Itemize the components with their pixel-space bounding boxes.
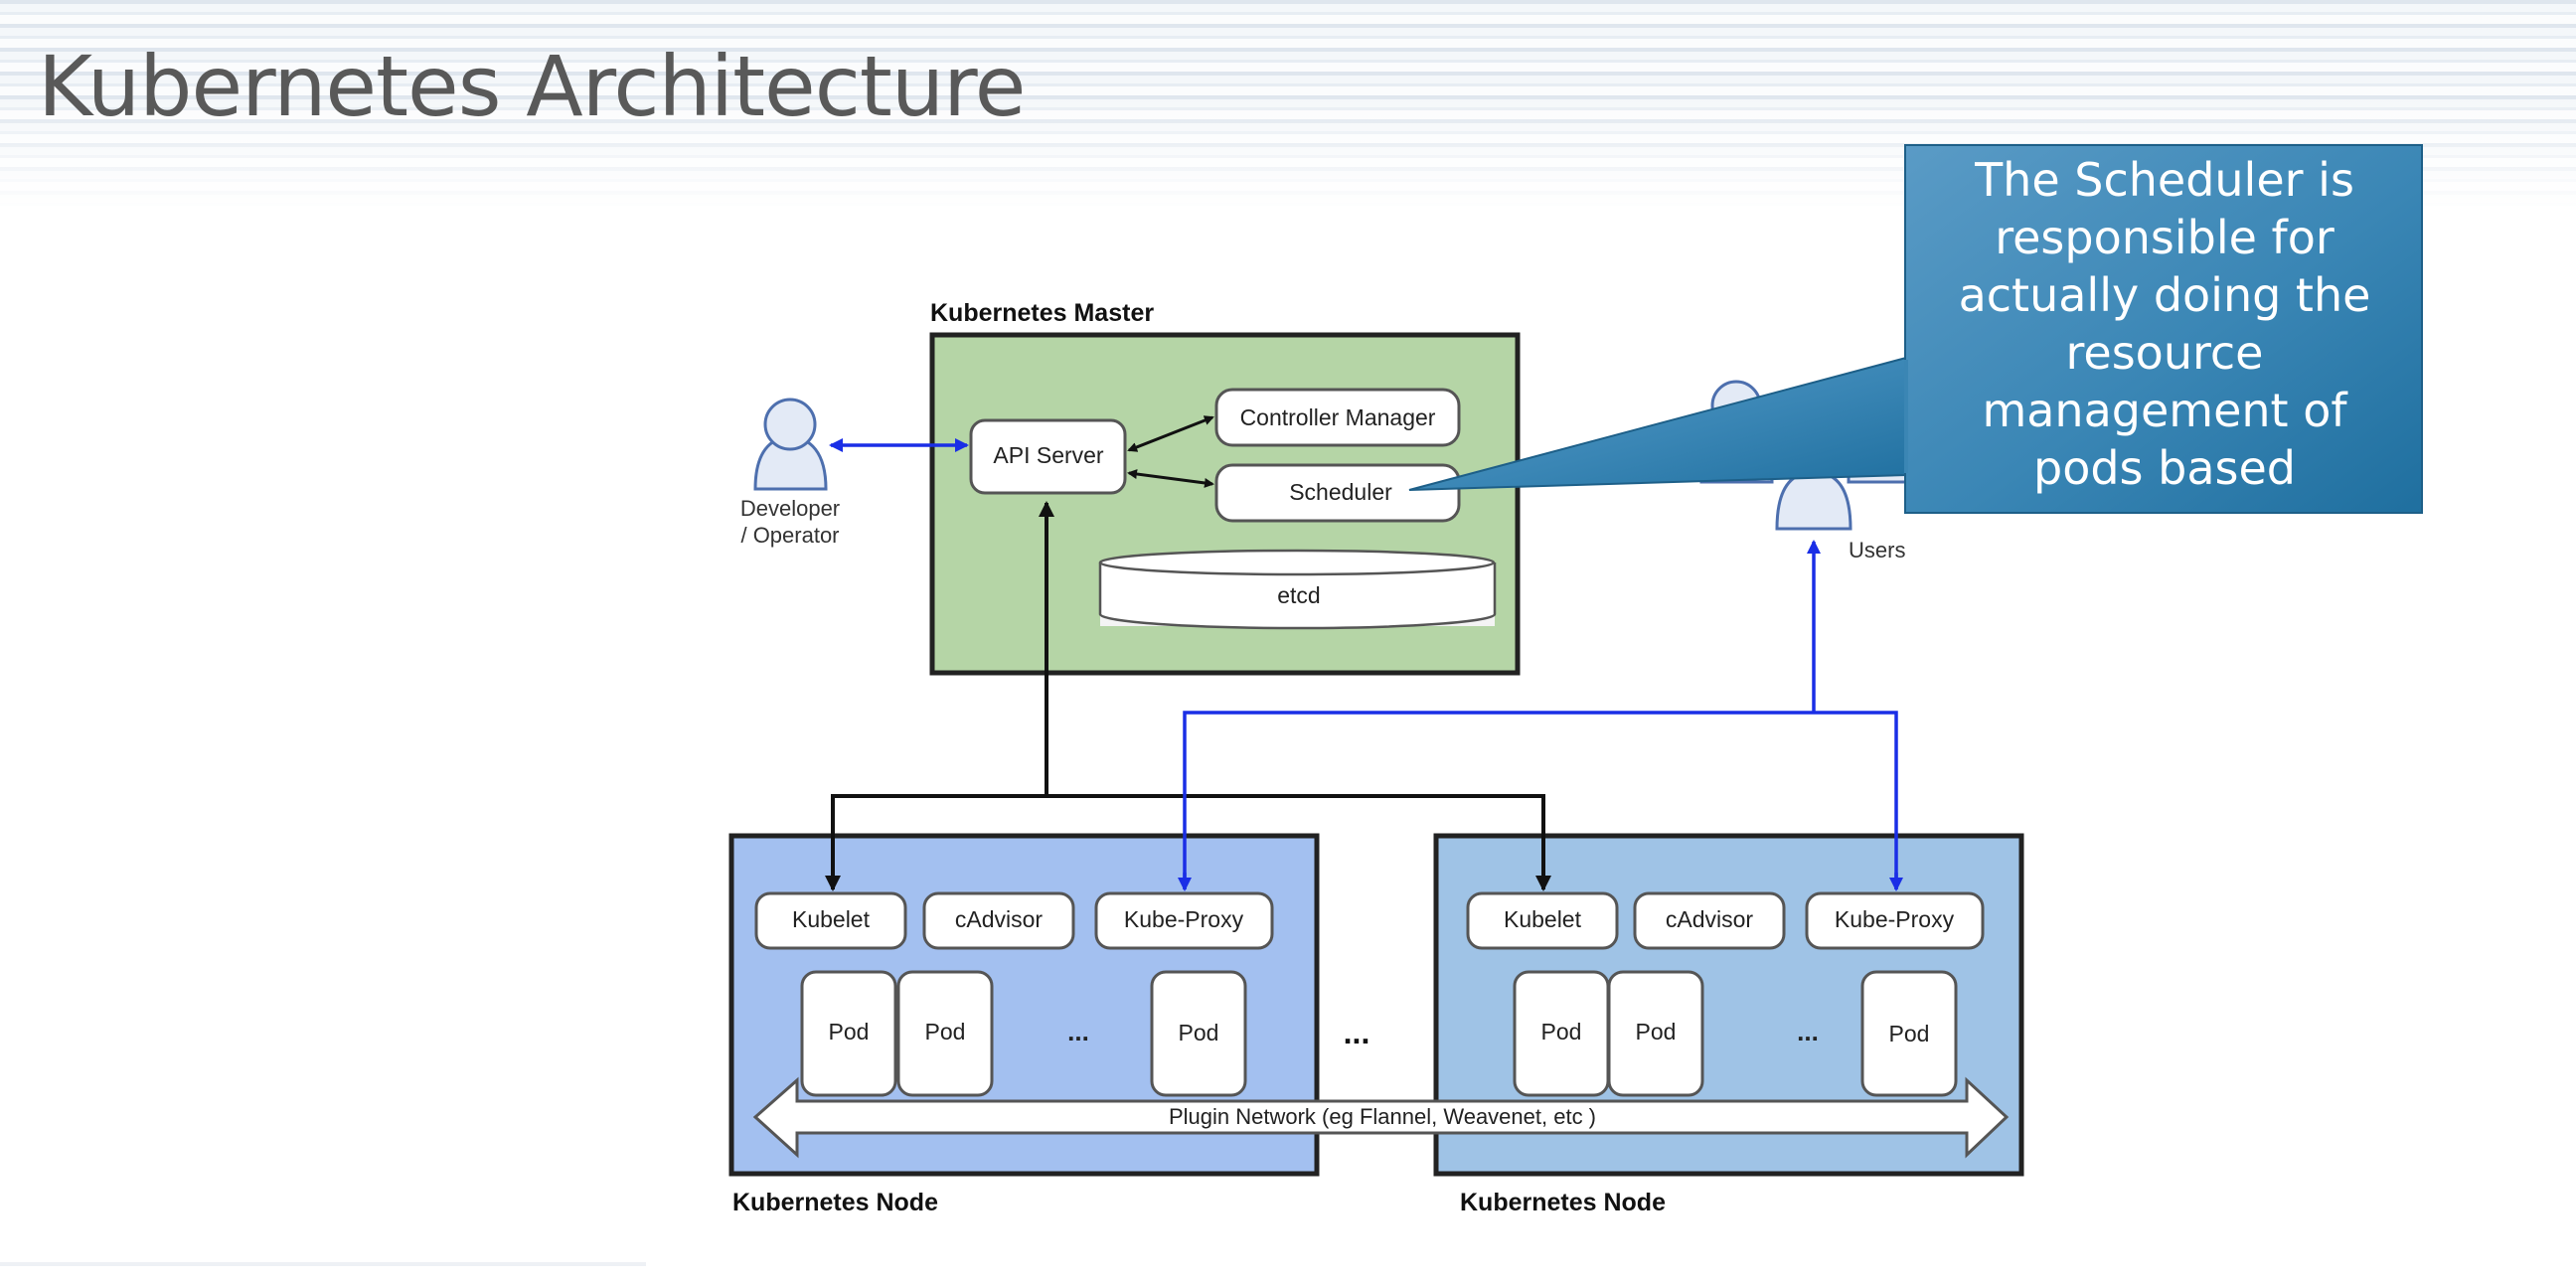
developer-label-line2: / Operator [740, 523, 839, 548]
node1-cadvisor-box [922, 891, 1075, 950]
node1-pod-2-label: Pod [925, 1019, 966, 1045]
node1-kube-proxy-box [1094, 891, 1274, 950]
api-server-box [969, 418, 1127, 495]
footer-line [0, 1262, 646, 1266]
node1-pod-2 [896, 970, 994, 1097]
api-scheduler-arrow [1127, 469, 1214, 488]
between-nodes-ellipsis: ... [1344, 1015, 1370, 1050]
callout-text: The Scheduler is responsible for actuall… [1958, 153, 2371, 495]
node1-pod-3-label: Pod [1179, 1020, 1219, 1045]
master-label: Kubernetes Master [930, 299, 1154, 327]
plugin-network-label: Plugin Network (eg Flannel, Weavenet, et… [1169, 1104, 1596, 1129]
node2-pod-3-label: Pod [1889, 1021, 1930, 1046]
node2-kubelet-box [1466, 891, 1619, 950]
developer-icon [753, 398, 828, 491]
node1-kubelet-label: Kubelet [792, 906, 871, 932]
users-proxy-connectors [1178, 540, 1903, 891]
node1-kube-proxy-label: Kube-Proxy [1124, 906, 1244, 932]
node2-kubelet-label: Kubelet [1504, 906, 1582, 932]
node2-cadvisor-box [1633, 891, 1786, 950]
node2-pod-3 [1860, 970, 1958, 1097]
controller-manager-label: Controller Manager [1240, 404, 1436, 430]
scheduler-callout [1408, 144, 2423, 514]
node2-pod-ellipsis: ... [1797, 1017, 1819, 1046]
node1-kubelet-box [754, 891, 907, 950]
node2-kube-proxy-box [1805, 891, 1985, 950]
node1-pod-ellipsis: ... [1067, 1017, 1089, 1046]
node1-label: Kubernetes Node [732, 1189, 938, 1216]
node1-pod-1 [800, 970, 897, 1097]
page-title: Kubernetes Architecture [38, 38, 1026, 135]
controller-manager-box [1214, 388, 1461, 447]
node1-pod-3 [1150, 970, 1247, 1097]
api-server-label: API Server [993, 442, 1104, 468]
node2-cadvisor-label: cAdvisor [1666, 906, 1754, 932]
api-controller-arrow [1127, 415, 1214, 452]
developer-label-line1: Developer [740, 496, 840, 521]
node2-pod-1-label: Pod [1541, 1019, 1582, 1045]
node2-pod-2 [1607, 970, 1704, 1097]
etcd-label: etcd [1277, 582, 1320, 608]
node2-kube-proxy-label: Kube-Proxy [1835, 906, 1955, 932]
node2-pod-2-label: Pod [1636, 1019, 1677, 1045]
node1-cadvisor-label: cAdvisor [955, 906, 1044, 932]
scheduler-box [1214, 463, 1461, 523]
api-kubelet-connectors [825, 501, 1551, 891]
node2-label: Kubernetes Node [1460, 1189, 1666, 1216]
scheduler-label: Scheduler [1289, 479, 1392, 505]
node1-pod-1-label: Pod [829, 1019, 870, 1045]
etcd-cylinder [1098, 549, 1497, 630]
users-label: Users [1849, 538, 1905, 563]
plugin-network-arrow [752, 1076, 2010, 1159]
